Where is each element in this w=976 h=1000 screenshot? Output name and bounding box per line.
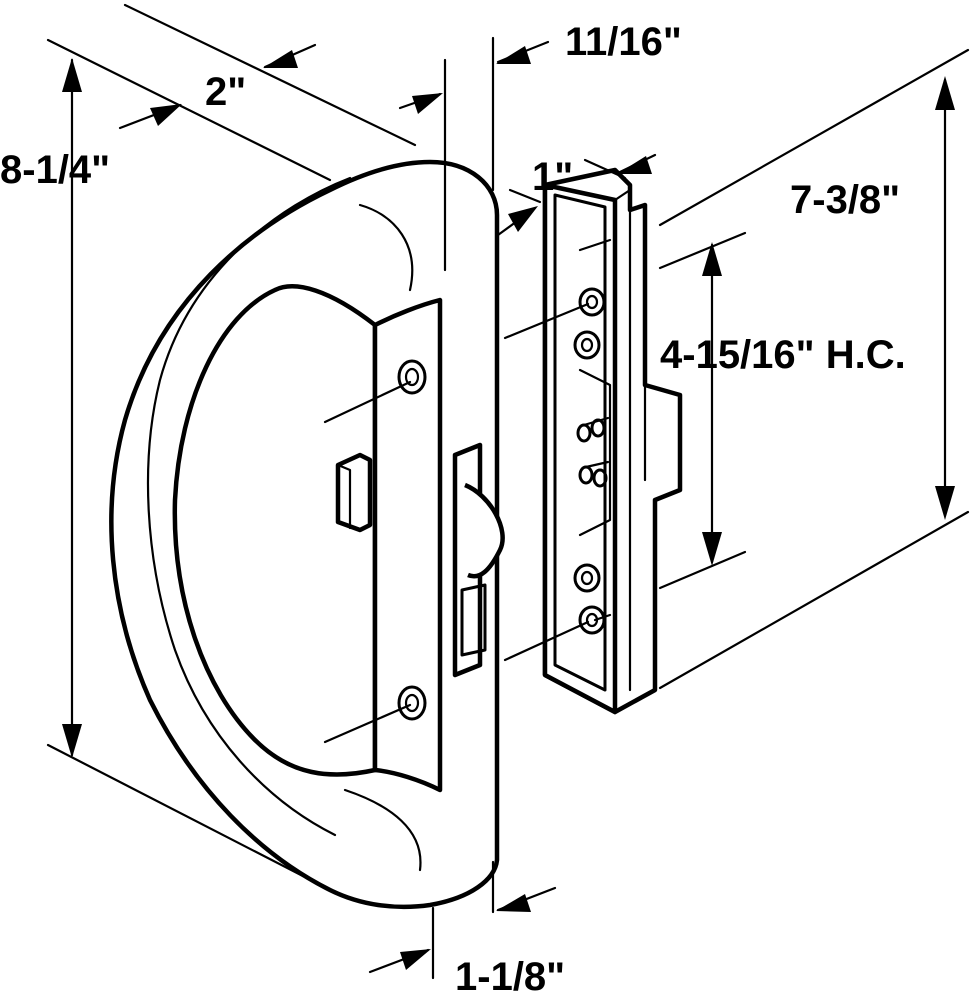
- arrow-right-icon-4: [400, 949, 431, 970]
- label-handle-width: 2": [205, 70, 246, 114]
- arrow-down-icon: [62, 724, 82, 758]
- handle-grip-opening: [172, 284, 378, 777]
- arrow-right-icon-3: [508, 206, 538, 232]
- latch-lever: [464, 482, 505, 579]
- keeper-boss-2: [573, 330, 601, 360]
- label-base-width: 1-1/8": [455, 955, 565, 999]
- arrow-down-icon-3: [702, 532, 722, 566]
- arrow-left-icon-4: [496, 894, 531, 912]
- ext-line-2in: [123, 3, 417, 147]
- arrow-down-icon-2: [935, 486, 955, 520]
- ext-line-keeper-bottom: [658, 510, 970, 690]
- plate-screw-hole-bottom: [397, 685, 427, 721]
- keeper-pins-2: [578, 460, 610, 488]
- arrow-up-icon: [62, 58, 82, 92]
- arrow-up-icon-3: [702, 242, 722, 276]
- label-overall-height: 8-1/4": [0, 148, 110, 192]
- ext-line-hc-top: [658, 231, 747, 270]
- ext-line-hc-bottom: [658, 550, 747, 590]
- arrow-right-icon-2: [412, 93, 443, 114]
- screw-leader-top: [323, 380, 412, 424]
- ext-line-keeper-top: [658, 48, 970, 227]
- arrow-right-icon: [150, 104, 182, 126]
- plate-screw-hole-top: [397, 359, 427, 395]
- handle-rim-line: [146, 176, 352, 837]
- ext-line-1in: [583, 158, 627, 180]
- arrow-up-icon-2: [935, 76, 955, 110]
- door-handle: [109, 159, 505, 910]
- label-keeper-height: 7-3/8": [790, 178, 900, 222]
- dimension-lines: [46, 3, 970, 980]
- keeper-inner-face: [553, 193, 607, 692]
- ext-line-1in-left: [508, 188, 542, 204]
- keeper-edges: [613, 188, 657, 714]
- arrow-left-icon-3: [617, 156, 652, 174]
- screw-leader-bottom: [323, 703, 412, 744]
- keeper-boss-1: [578, 287, 606, 317]
- handle-rim-line-2: [358, 203, 414, 292]
- latch-block-edge: [336, 463, 352, 530]
- handle-rim-line-3: [343, 788, 422, 872]
- keeper-boss-3: [573, 563, 601, 593]
- latch-block: [335, 452, 373, 533]
- keeper-boss-4: [578, 605, 606, 635]
- latch-hook: [460, 583, 487, 657]
- ext-line-bottom-left: [46, 743, 332, 892]
- keeper-plate: [503, 167, 683, 715]
- arrow-left-icon: [263, 50, 298, 68]
- arrow-left-icon-2: [496, 46, 531, 64]
- label-plate-width: 11/16": [565, 20, 682, 64]
- keeper-leader-top: [503, 302, 590, 340]
- ext-line-top-left: [46, 38, 332, 182]
- label-hole-center: 4-15/16" H.C.: [660, 333, 906, 377]
- keeper-ridges: [628, 208, 647, 692]
- keeper-pins-1: [576, 416, 610, 443]
- keeper-leader-bottom: [503, 620, 590, 662]
- label-keeper-depth: 1": [532, 155, 573, 199]
